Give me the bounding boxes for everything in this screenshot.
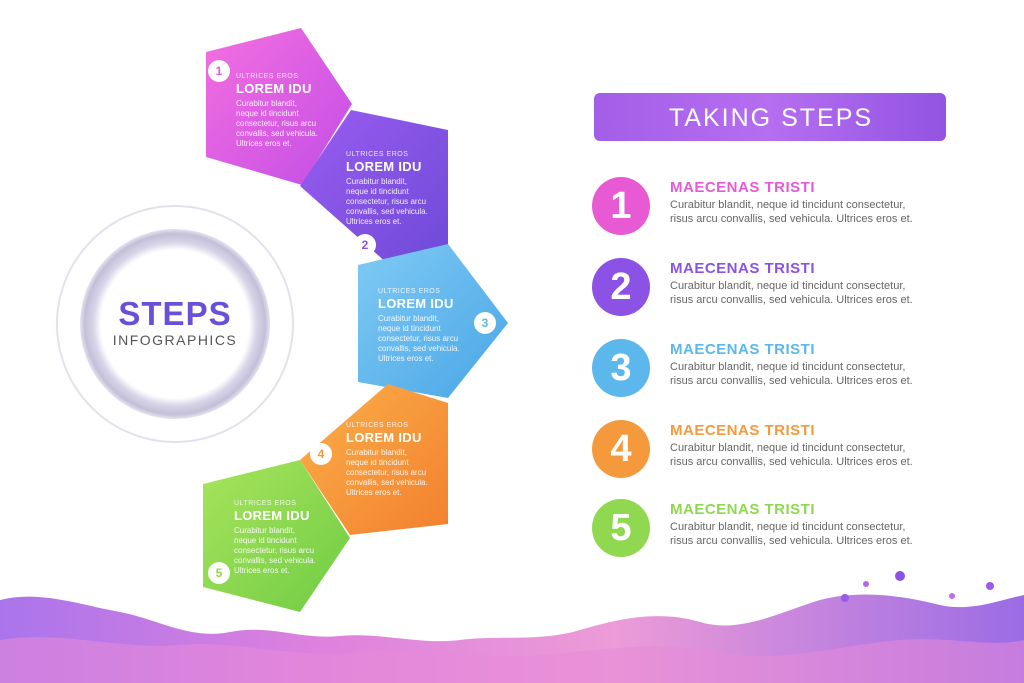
- pentagon-number-1: 1: [208, 60, 230, 82]
- pentagon-number-5: 5: [208, 562, 230, 584]
- step-title: MAECENAS TRISTI: [670, 341, 816, 358]
- step-description: Curabitur blandit, neque id tincidunt co…: [670, 199, 913, 225]
- step-description: Curabitur blandit, neque id tincidunt co…: [670, 361, 913, 387]
- pentagon-number-2: 2: [354, 234, 376, 256]
- circle-subtitle: INFOGRAPHICS: [112, 332, 238, 348]
- pentagon-2: [300, 110, 448, 264]
- pentagon-text-4: ULTRICES EROS LOREM IDU Curabitur blandi…: [346, 422, 428, 497]
- step-description: Curabitur blandit, neque id tincidunt co…: [670, 521, 913, 547]
- pentagon-number-3: 3: [474, 312, 496, 334]
- pentagon-1: [206, 28, 352, 185]
- banner-shape: [594, 93, 946, 141]
- step-description: Curabitur blandit, neque id tincidunt co…: [670, 442, 913, 468]
- pentagon-text-3: ULTRICES EROS LOREM IDU Curabitur blandi…: [378, 288, 460, 363]
- banner-title: TAKING STEPS: [668, 104, 874, 132]
- pentagon-5: [203, 460, 350, 612]
- step-title: MAECENAS TRISTI: [670, 260, 816, 277]
- step-item-3: 3 MAECENAS TRISTI Curabitur blandit, neq…: [592, 339, 1012, 399]
- step-number-circle: 5: [592, 499, 650, 557]
- step-description: Curabitur blandit, neque id tincidunt co…: [670, 280, 913, 306]
- step-item-5: 5 MAECENAS TRISTI Curabitur blandit, neq…: [592, 499, 1012, 559]
- step-title: MAECENAS TRISTI: [670, 501, 816, 518]
- pentagon-number-4: 4: [310, 443, 332, 465]
- watercolor-ring: [80, 229, 270, 419]
- step-number-circle: 1: [592, 177, 650, 235]
- pentagon-3: [358, 244, 508, 398]
- pentagon-4: [300, 384, 448, 535]
- circle-main-title: STEPS: [118, 295, 232, 332]
- step-number-circle: 2: [592, 258, 650, 316]
- step-title: MAECENAS TRISTI: [670, 179, 816, 196]
- pentagon-text-2: ULTRICES EROS LOREM IDU Curabitur blandi…: [346, 151, 428, 226]
- step-title: MAECENAS TRISTI: [670, 422, 816, 439]
- step-item-2: 2 MAECENAS TRISTI Curabitur blandit, neq…: [592, 258, 1012, 318]
- pentagon-text-1: ULTRICES EROS LOREM IDU Curabitur blandi…: [236, 73, 318, 148]
- step-number-circle: 3: [592, 339, 650, 397]
- circle-title: STEPS INFOGRAPHICS: [95, 295, 255, 349]
- step-number-circle: 4: [592, 420, 650, 478]
- pentagon-text-5: ULTRICES EROS LOREM IDU Curabitur blandi…: [234, 500, 316, 575]
- step-item-1: 1 MAECENAS TRISTI Curabitur blandit, neq…: [592, 177, 1012, 237]
- step-item-4: 4 MAECENAS TRISTI Curabitur blandit, neq…: [592, 420, 1012, 480]
